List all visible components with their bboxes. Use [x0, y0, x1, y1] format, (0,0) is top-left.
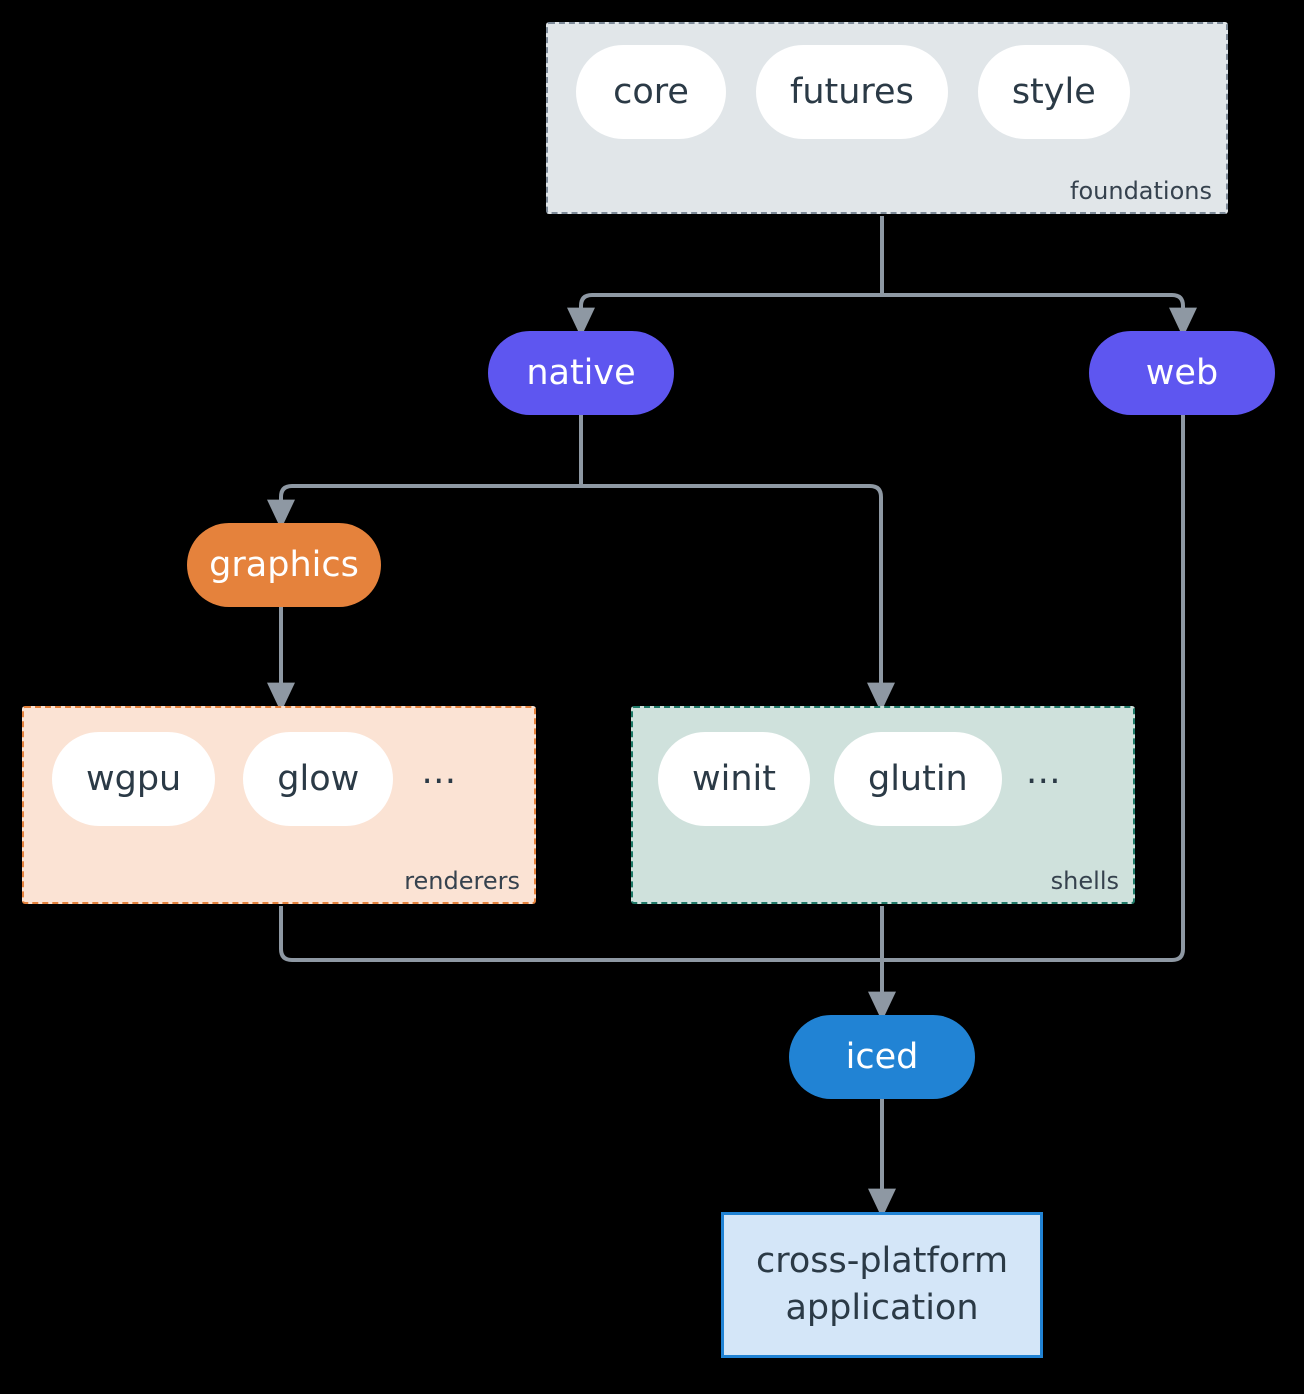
- node-graphics[interactable]: graphics: [187, 523, 381, 607]
- renderers-more-ellipsis: …: [421, 751, 459, 792]
- edge-foundations-native: [567, 293, 882, 338]
- node-winit[interactable]: winit: [658, 732, 810, 826]
- node-cross-platform-application[interactable]: cross-platform application: [721, 1212, 1043, 1358]
- application-line-1: cross-platform: [755, 1240, 1009, 1281]
- edge-native-graphics: [267, 484, 581, 530]
- application-line-2: application: [785, 1288, 979, 1328]
- node-core[interactable]: core: [576, 45, 726, 139]
- edge-renderers-iced: [279, 906, 882, 962]
- node-glutin[interactable]: glutin: [833, 732, 1002, 826]
- group-label-foundations: foundations: [1070, 176, 1212, 205]
- shells-more-ellipsis: …: [1025, 751, 1063, 792]
- node-style[interactable]: style: [977, 45, 1130, 139]
- node-web[interactable]: web: [1089, 331, 1275, 415]
- node-native[interactable]: native: [488, 331, 674, 415]
- node-iced[interactable]: iced: [789, 1015, 975, 1099]
- node-wgpu[interactable]: wgpu: [52, 732, 216, 826]
- group-label-shells: shells: [1050, 866, 1119, 895]
- group-renderers: wgpu glow … renderers: [22, 706, 536, 904]
- node-glow[interactable]: glow: [243, 732, 394, 826]
- edge-foundations-web: [882, 293, 1198, 338]
- renderers-items: wgpu glow …: [52, 732, 458, 826]
- group-foundations: core futures style foundations: [546, 22, 1228, 214]
- shells-items: winit glutin …: [658, 732, 1063, 826]
- group-label-renderers: renderers: [404, 866, 520, 895]
- foundations-items: core futures style: [576, 45, 1130, 139]
- group-shells: winit glutin … shells: [631, 706, 1135, 904]
- node-futures[interactable]: futures: [756, 45, 948, 139]
- edge-native-shells: [581, 484, 896, 713]
